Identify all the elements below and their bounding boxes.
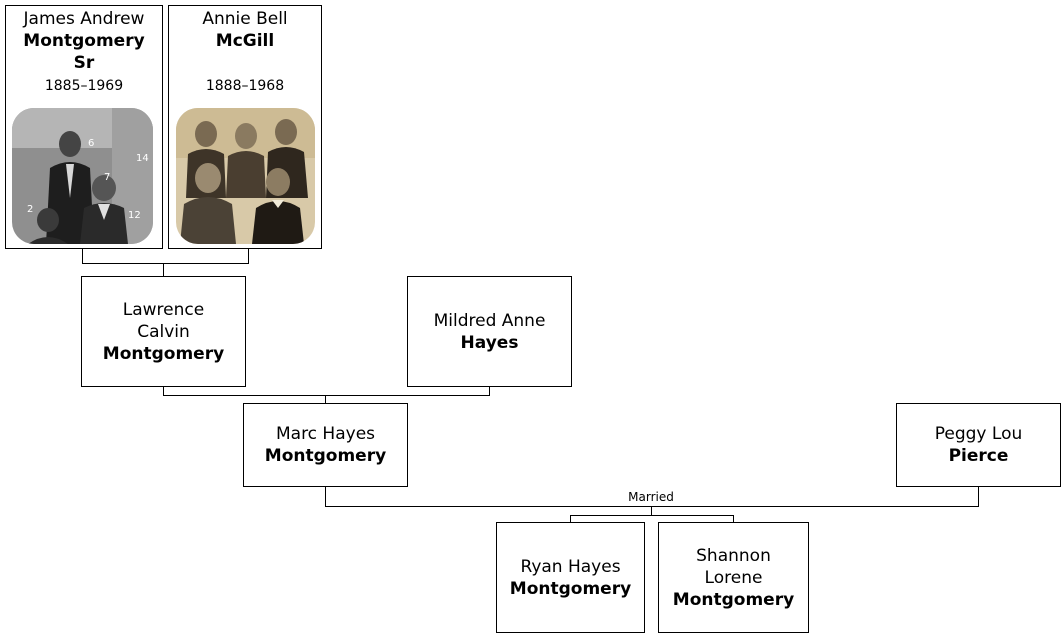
- person-card-marc-montgomery[interactable]: Marc Hayes Montgomery: [243, 403, 408, 487]
- person-given-name: Lawrence: [122, 299, 205, 320]
- connector-children: [570, 515, 734, 523]
- person-card-mildred-hayes[interactable]: Mildred Anne Hayes: [407, 276, 572, 387]
- person-dates: 1888–1968: [205, 78, 285, 94]
- person-given-name: James Andrew: [23, 9, 145, 29]
- person-dates: 1885–1969: [44, 78, 124, 94]
- person-card-peggy-pierce[interactable]: Peggy Lou Pierce: [896, 403, 1061, 487]
- person-card-ryan-montgomery[interactable]: Ryan Hayes Montgomery: [496, 522, 645, 633]
- person-surname-suffix: Sr: [73, 53, 95, 73]
- photo-number-label: 6: [88, 138, 94, 149]
- person-surname: Montgomery: [672, 589, 795, 610]
- person-surname: McGill: [215, 31, 275, 51]
- person-given-name: Mildred Anne: [433, 310, 546, 331]
- married-label: Married: [628, 490, 674, 504]
- photo-number-label: 12: [128, 210, 141, 221]
- person-surname: Montgomery: [23, 31, 145, 51]
- person-photo-annie: [176, 108, 315, 244]
- person-photo-james: 6 14 7 2 12: [12, 108, 153, 244]
- person-given-name: Ryan Hayes: [520, 556, 621, 577]
- person-surname: Pierce: [948, 446, 1009, 466]
- photo-number-label: 2: [27, 204, 33, 215]
- person-given-name: Marc Hayes: [275, 424, 376, 444]
- person-surname: Montgomery: [264, 446, 387, 466]
- connector-grandparents: [82, 248, 249, 264]
- person-given-name-2: Calvin: [137, 321, 190, 342]
- person-given-name: Shannon: [696, 545, 771, 566]
- person-given-name: Peggy Lou: [934, 424, 1023, 444]
- person-card-shannon-montgomery[interactable]: Shannon Lorene Montgomery: [658, 522, 809, 633]
- person-surname: Montgomery: [102, 343, 225, 364]
- photo-number-label: 7: [104, 172, 110, 183]
- person-given-name: Annie Bell: [202, 9, 288, 29]
- person-given-name-2: Lorene: [704, 567, 763, 588]
- person-card-lawrence-montgomery[interactable]: Lawrence Calvin Montgomery: [81, 276, 246, 387]
- person-surname: Hayes: [460, 332, 519, 353]
- person-surname: Montgomery: [509, 578, 632, 599]
- photo-number-label: 14: [136, 153, 149, 164]
- connector-parents: [163, 386, 490, 396]
